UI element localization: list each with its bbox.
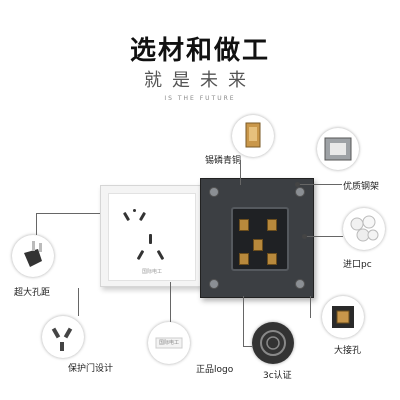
copper-clip-icon <box>245 122 261 148</box>
copper-terminal-icon <box>267 253 277 265</box>
steel-frame-icon <box>324 137 352 161</box>
screw-icon <box>295 279 305 289</box>
tin-bronze-label: 锡磷青铜 <box>205 156 242 166</box>
certification-label: 3c认证 <box>263 371 292 381</box>
socket-back-panel <box>200 178 314 298</box>
pc-pellets-icon <box>350 215 379 242</box>
brand-stamp-icon <box>155 337 183 349</box>
leader-line <box>305 236 343 237</box>
three-pin-slot-top <box>149 234 152 244</box>
genuine-logo-callout: 国际电工 <box>148 322 190 364</box>
leader-line <box>240 160 241 185</box>
leader-dot <box>295 182 300 187</box>
three-pin-slot-right <box>156 249 165 261</box>
copper-terminal-icon <box>267 219 277 231</box>
leader-line <box>36 213 37 235</box>
leader-line <box>297 184 342 185</box>
large-spacing-label: 超大孔距 <box>14 288 51 298</box>
two-pin-slot-left <box>122 211 131 222</box>
tin-bronze-callout <box>232 115 274 157</box>
pc-import-callout <box>343 208 385 250</box>
leader-line <box>36 213 100 214</box>
large-terminal-label: 大接孔 <box>334 346 362 356</box>
certification-callout <box>252 322 294 364</box>
large-terminal-callout <box>322 296 364 338</box>
shutter-callout <box>42 316 84 358</box>
steel-frame-label: 优质钢架 <box>343 182 380 192</box>
headline-subtitle: 就是未来 <box>144 70 256 91</box>
copper-terminal-icon <box>239 253 249 265</box>
socket-face: 国际电工 <box>108 193 196 281</box>
leader-line <box>243 296 244 346</box>
leader-line <box>170 282 171 322</box>
headline-tagline: IS THE FUTURE <box>164 95 236 102</box>
terminal-hole-icon <box>332 306 354 328</box>
headline-title: 选材和做工 <box>129 36 270 66</box>
two-pin-dot <box>133 209 136 212</box>
pc-import-label: 进口pc <box>343 260 372 270</box>
plug-icon <box>24 241 42 267</box>
copper-terminal-icon <box>239 219 249 231</box>
genuine-logo-label: 正品logo <box>196 365 234 375</box>
screw-icon <box>209 187 219 197</box>
front-brand-mark: 国际电工 <box>141 269 162 275</box>
leader-line <box>78 288 79 316</box>
screw-icon <box>295 187 305 197</box>
ccc-mark-icon <box>260 330 286 356</box>
three-pin-slot-left <box>136 249 145 261</box>
large-spacing-callout <box>12 235 54 277</box>
copper-terminal-icon <box>253 239 263 251</box>
leader-line <box>243 346 252 347</box>
screw-icon <box>209 279 219 289</box>
steel-frame-callout <box>317 128 359 170</box>
two-pin-slot-right <box>138 211 147 222</box>
shutter-label: 保护门设计 <box>68 364 114 374</box>
logo-brand-mark: 国际电工 <box>158 340 179 346</box>
socket-front-panel: 国际电工 <box>100 185 202 287</box>
leader-dot <box>302 234 307 239</box>
leader-line <box>310 296 311 318</box>
socket-back-core <box>231 207 289 271</box>
shutter-hole-icon <box>51 327 73 351</box>
